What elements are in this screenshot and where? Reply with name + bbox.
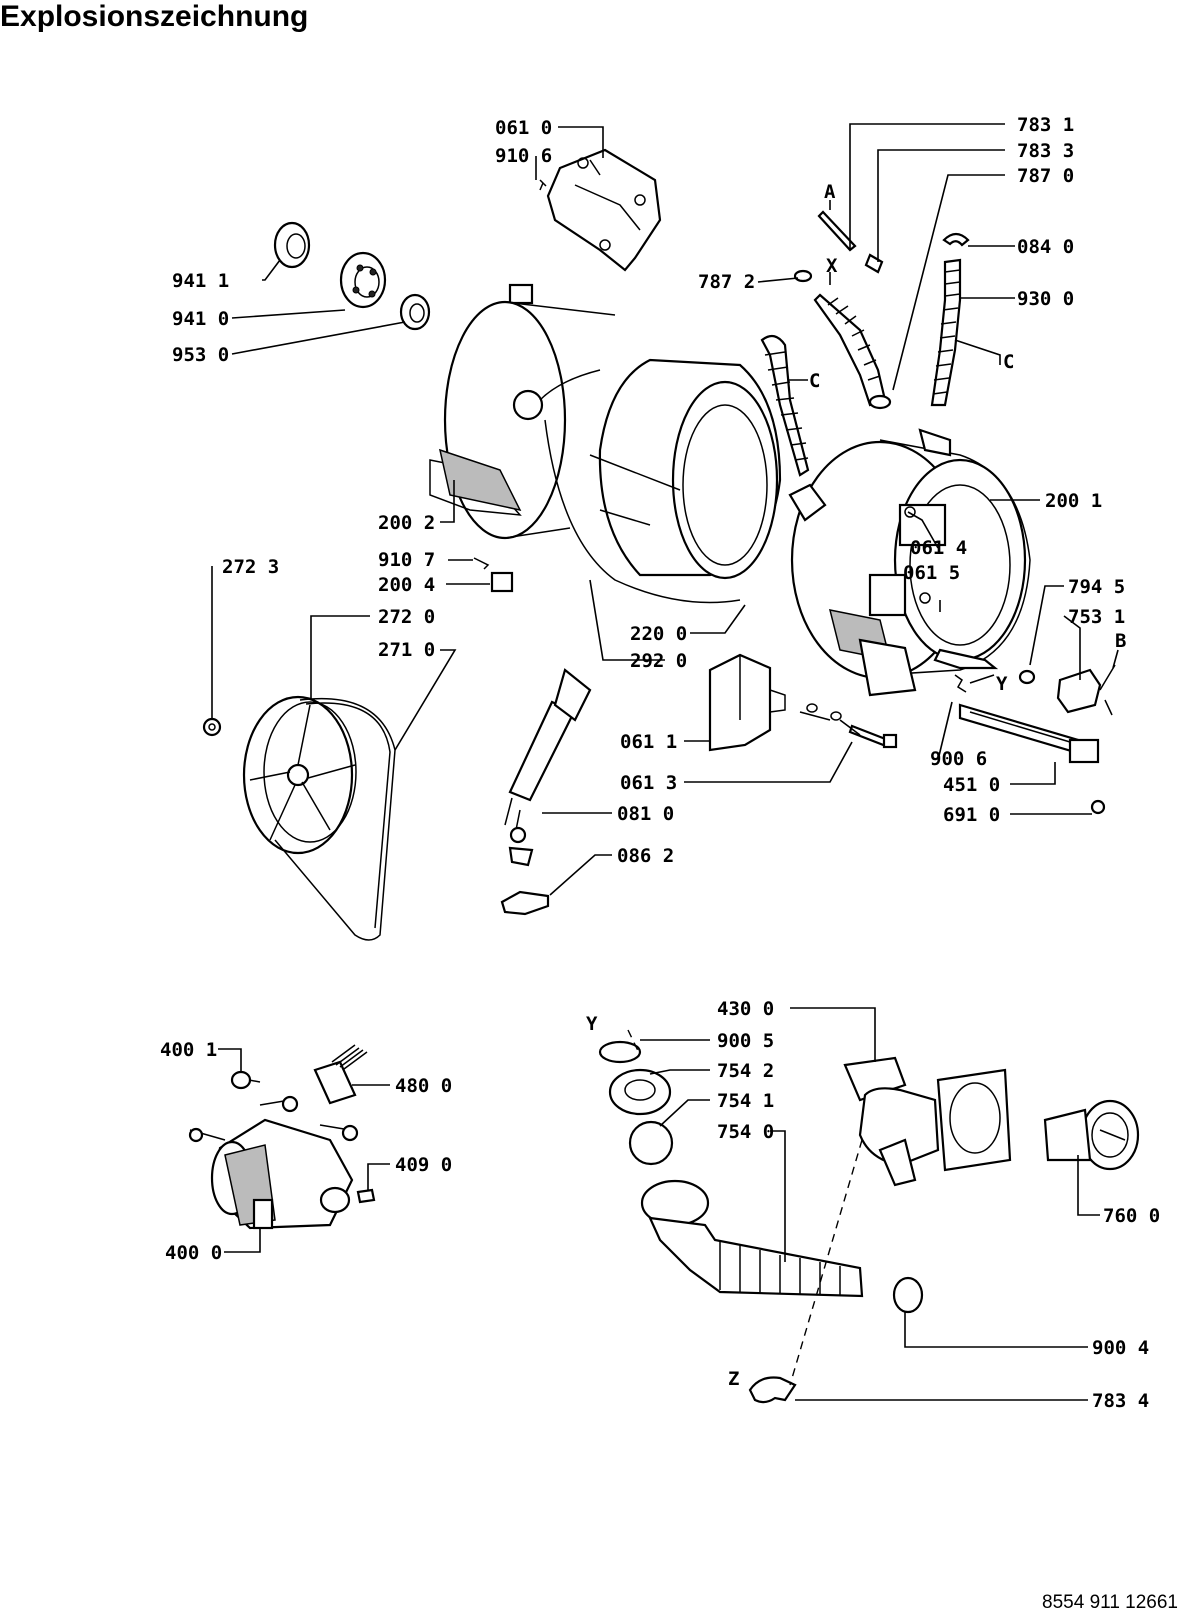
label-794-5: 794 5 (1068, 576, 1125, 598)
motor-part (188, 1095, 359, 1230)
label-200-1: 200 1 (1045, 490, 1102, 512)
ball-valve-part (628, 1120, 674, 1166)
part-labels: 061 0 910 6 783 1 783 3 787 0 A 084 0 78… (160, 114, 1160, 1412)
counterweight-part (708, 653, 786, 752)
label-930-0: 930 0 (1017, 288, 1074, 310)
hose-clamp-part (598, 1040, 642, 1064)
drain-elbow-part (748, 1376, 797, 1404)
label-272-3: 272 3 (222, 556, 279, 578)
label-061-1: 061 1 (620, 731, 677, 753)
assembly-line-y (627, 1029, 641, 1056)
document-number: 8554 911 12661 (1042, 1592, 1178, 1613)
label-x: X (826, 255, 838, 277)
label-200-4: 200 4 (378, 574, 435, 596)
label-400-0: 400 0 (165, 1242, 222, 1264)
elbow-part (942, 232, 970, 247)
assembly-line-z (789, 1139, 863, 1386)
label-783-1: 783 1 (1017, 114, 1074, 136)
label-691-0: 691 0 (943, 804, 1000, 826)
label-754-2: 754 2 (717, 1060, 774, 1082)
spring-part (954, 674, 967, 693)
label-900-5: 900 5 (717, 1030, 774, 1052)
shock-mount-clip-part (500, 890, 550, 916)
screw-part (539, 179, 547, 191)
label-061-3: 061 3 (620, 772, 677, 794)
pump-filter-part (1043, 1099, 1140, 1171)
label-941-1: 941 1 (172, 270, 229, 292)
label-220-0: 220 0 (630, 623, 687, 645)
sump-seal-part (608, 1068, 672, 1116)
label-787-0: 787 0 (1017, 165, 1074, 187)
lock-part (933, 648, 999, 670)
label-084-0: 084 0 (1017, 236, 1074, 258)
label-061-0: 061 0 (495, 117, 552, 139)
hose-clip-part (793, 269, 813, 283)
shock-absorber-part (504, 668, 592, 867)
label-z: Z (728, 1368, 739, 1390)
leader-lines (211, 123, 1119, 1401)
label-a: A (824, 181, 836, 203)
page-title: Explosionszeichnung (0, 0, 309, 33)
label-409-0: 409 0 (395, 1154, 452, 1176)
drain-pump-part (843, 1056, 1012, 1187)
label-451-0: 451 0 (943, 774, 1000, 796)
mounting-bracket-part (546, 148, 662, 272)
label-760-0: 760 0 (1103, 1205, 1160, 1227)
washer-bolt-part (806, 703, 898, 749)
bearing-part (273, 221, 387, 309)
label-430-0: 430 0 (717, 998, 774, 1020)
label-c-right: C (1003, 351, 1014, 373)
label-y-bottom: Y (586, 1013, 598, 1035)
connector-block-part (313, 1044, 368, 1105)
label-400-1: 400 1 (160, 1039, 217, 1061)
label-086-2: 086 2 (617, 845, 674, 867)
label-754-0: 754 0 (717, 1121, 774, 1143)
label-272-0: 272 0 (378, 606, 435, 628)
label-941-0: 941 0 (172, 308, 229, 330)
label-754-1: 754 1 (717, 1090, 774, 1112)
label-783-4: 783 4 (1092, 1390, 1149, 1412)
rear-tub-part (429, 283, 616, 540)
thermostat-part (1056, 664, 1116, 716)
seal-ring-part (399, 293, 431, 331)
label-y-top: Y (996, 673, 1008, 695)
motor-screw-part (230, 1070, 261, 1090)
motor-clip-part (356, 1188, 376, 1204)
label-b: B (1115, 630, 1126, 652)
heating-element-part (958, 703, 1100, 764)
label-292-0: 292 0 (630, 650, 687, 672)
label-061-4: 061 4 (910, 537, 967, 559)
sump-hose-part (640, 1179, 864, 1298)
label-081-0: 081 0 (617, 803, 674, 825)
label-900-4: 900 4 (1092, 1337, 1149, 1359)
label-753-1: 753 1 (1068, 606, 1125, 628)
front-tub-part (790, 428, 1031, 697)
label-271-0: 271 0 (378, 639, 435, 661)
nut-part (202, 717, 222, 737)
label-200-2: 200 2 (378, 512, 435, 534)
label-900-6: 900 6 (930, 748, 987, 770)
pulley-part (242, 695, 357, 855)
fill-hose-part (760, 334, 827, 522)
label-061-5: 061 5 (903, 562, 960, 584)
small-clip-part (473, 557, 514, 593)
label-910-7: 910 7 (378, 549, 435, 571)
heater-nut-part (1090, 799, 1106, 815)
label-953-0: 953 0 (172, 344, 229, 366)
tub-gasket-part (539, 369, 741, 604)
label-787-2: 787 2 (698, 271, 755, 293)
label-c-left: C (809, 370, 820, 392)
bellows-hose-part (813, 293, 892, 410)
clamp-ring-part (892, 1276, 924, 1314)
label-480-0: 480 0 (395, 1075, 452, 1097)
corrugated-hose-part (930, 258, 962, 407)
label-783-3: 783 3 (1017, 140, 1074, 162)
ntc-sensor-part (1018, 669, 1036, 685)
label-910-6: 910 6 (495, 145, 552, 167)
drum-part (589, 358, 782, 580)
